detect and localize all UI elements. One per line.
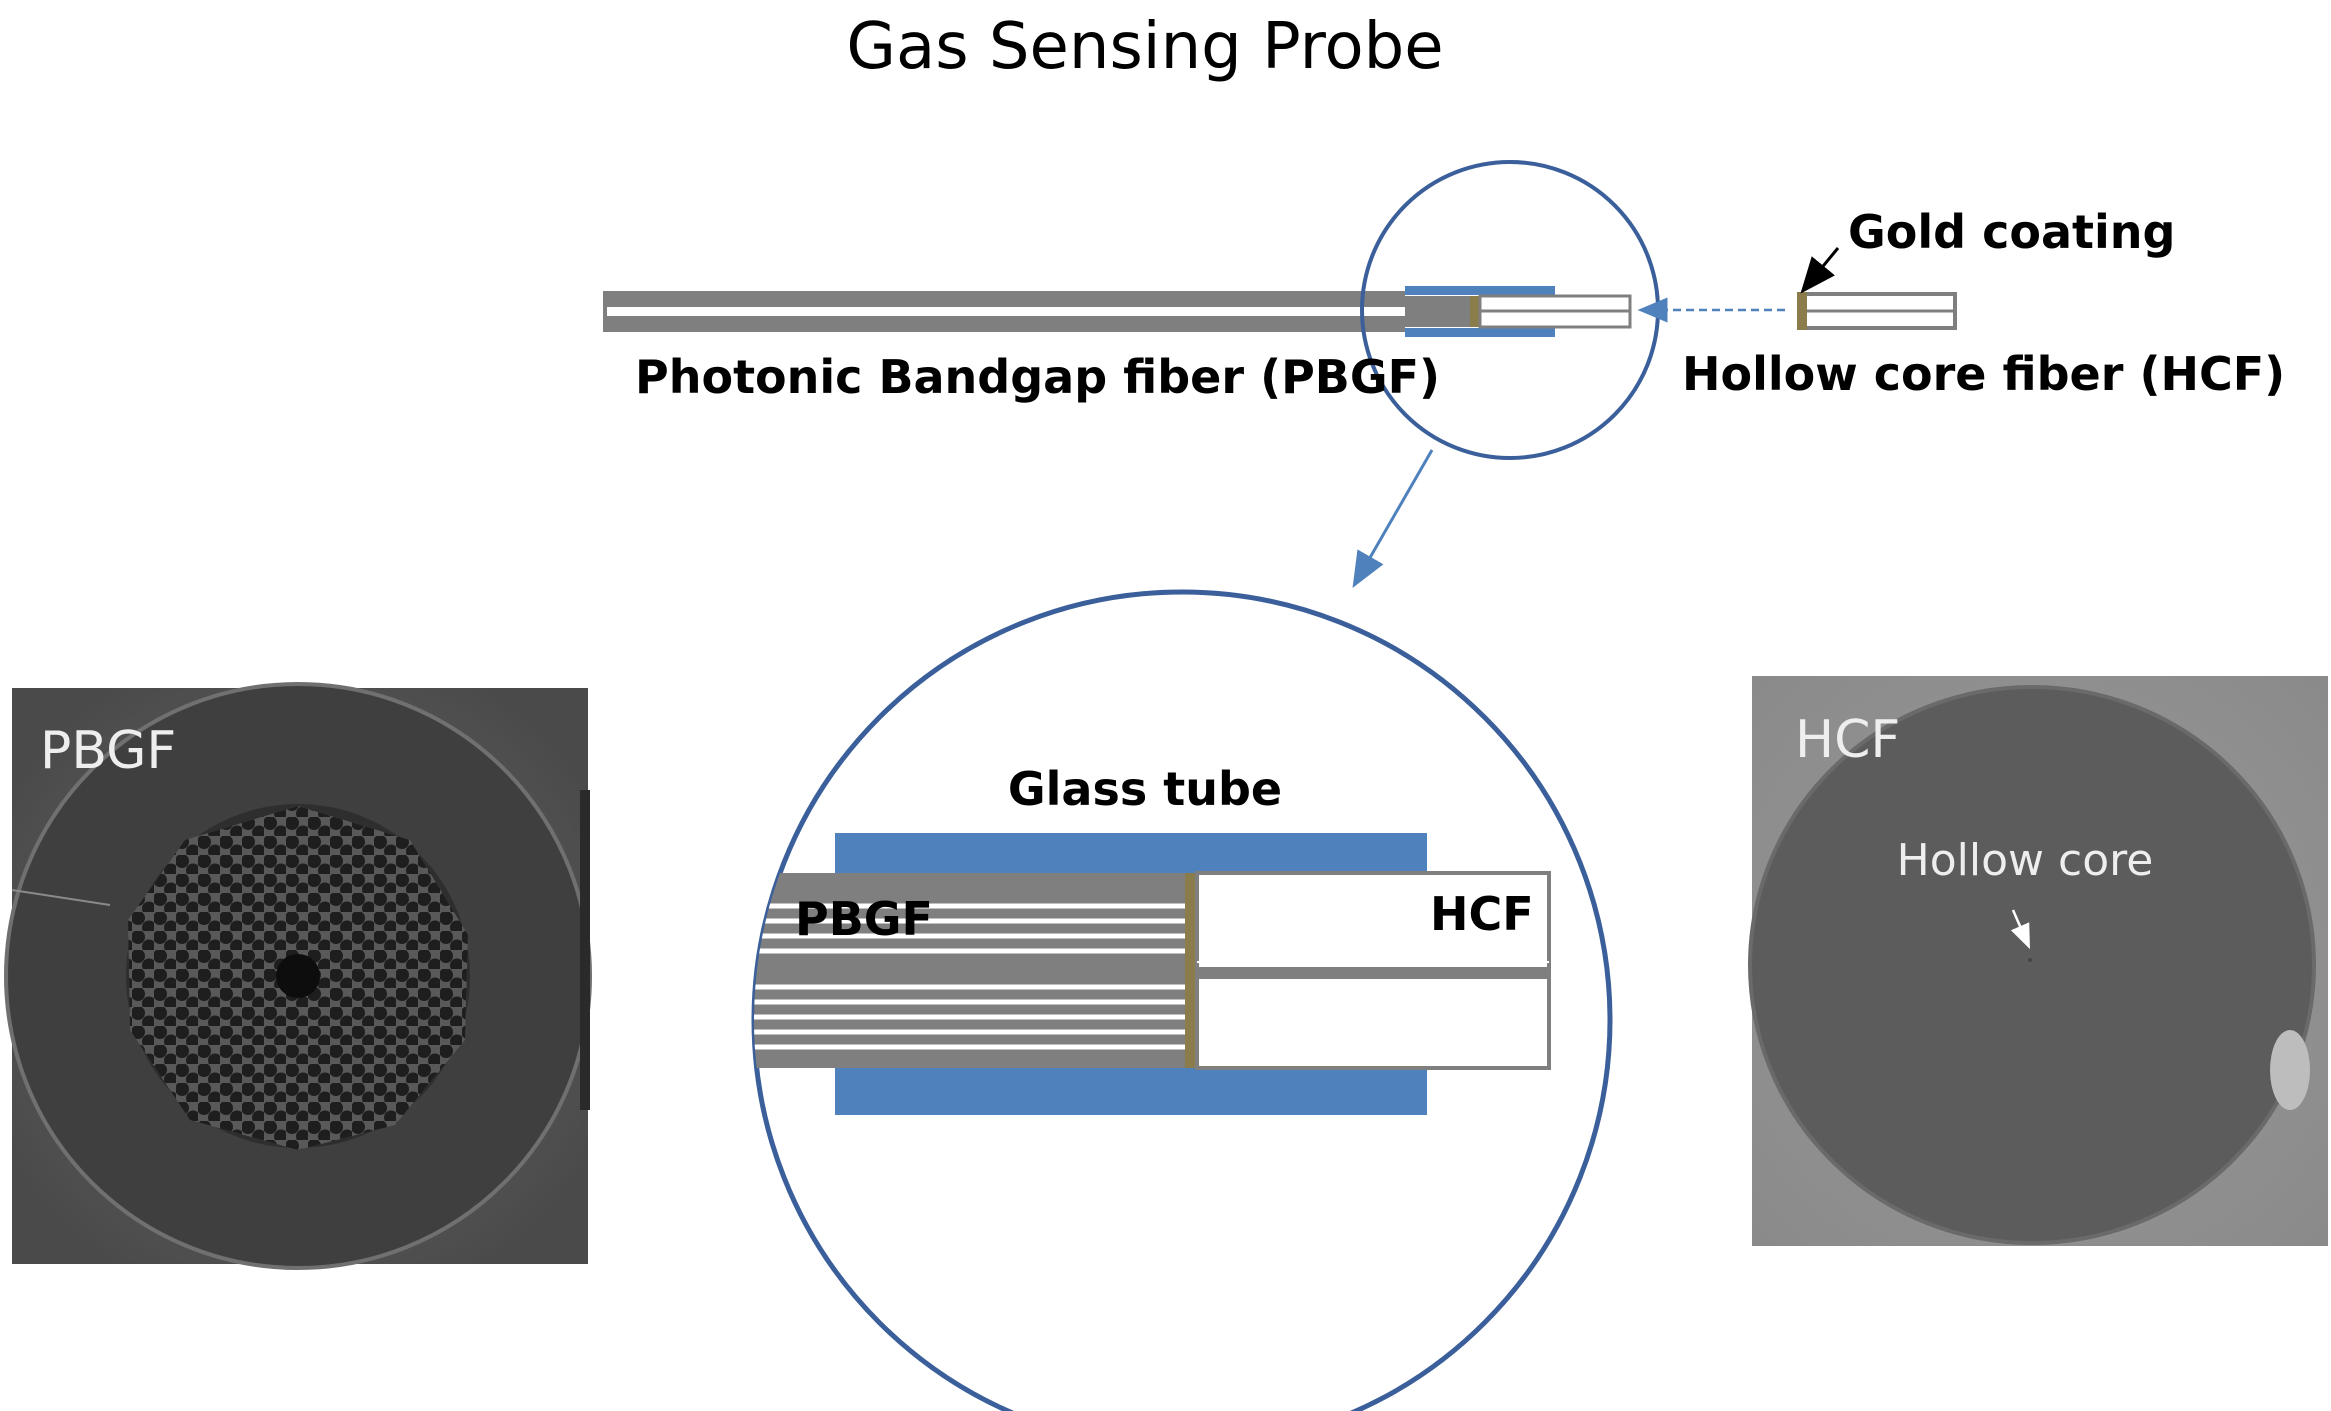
pbgf-fiber-top	[603, 291, 1477, 332]
gold-coating-zoom	[1185, 873, 1197, 1068]
hcf-fiber-top-right	[1797, 292, 1957, 330]
pbgf-fiber-top-inside-tube	[1405, 296, 1475, 327]
gold-coating-top	[1470, 296, 1480, 327]
hcf-zoom	[1195, 871, 1551, 1070]
hcf-full-label: Hollow core fiber (HCF)	[1682, 347, 2285, 401]
hollow-core-label: Hollow core	[1897, 835, 2154, 886]
zoom-hcf-label: HCF	[1430, 887, 1534, 941]
arrow-down-left-icon	[1800, 247, 1840, 294]
glass-tube-label: Glass tube	[1008, 762, 1282, 816]
pbgf-zoom-stripes	[754, 903, 1188, 1050]
pbgf-full-label: Photonic Bandgap fiber (PBGF)	[635, 350, 1440, 404]
photo-hcf-label: HCF	[1795, 710, 1900, 770]
hcf-photo	[1748, 676, 2328, 1246]
zoom-pbgf-label: PBGF	[795, 892, 933, 946]
hcf-in-tube-top	[1478, 294, 1632, 329]
pbgf-photo	[4, 682, 592, 1270]
page-title: Gas Sensing Probe	[846, 10, 1443, 84]
zoom-arrow-icon	[1352, 449, 1434, 588]
arrow-down-right-icon	[2010, 909, 2030, 950]
zoomed-junction	[754, 833, 1551, 1115]
gold-coating-label: Gold coating	[1848, 205, 2175, 259]
photo-pbgf-label: PBGF	[40, 721, 176, 781]
